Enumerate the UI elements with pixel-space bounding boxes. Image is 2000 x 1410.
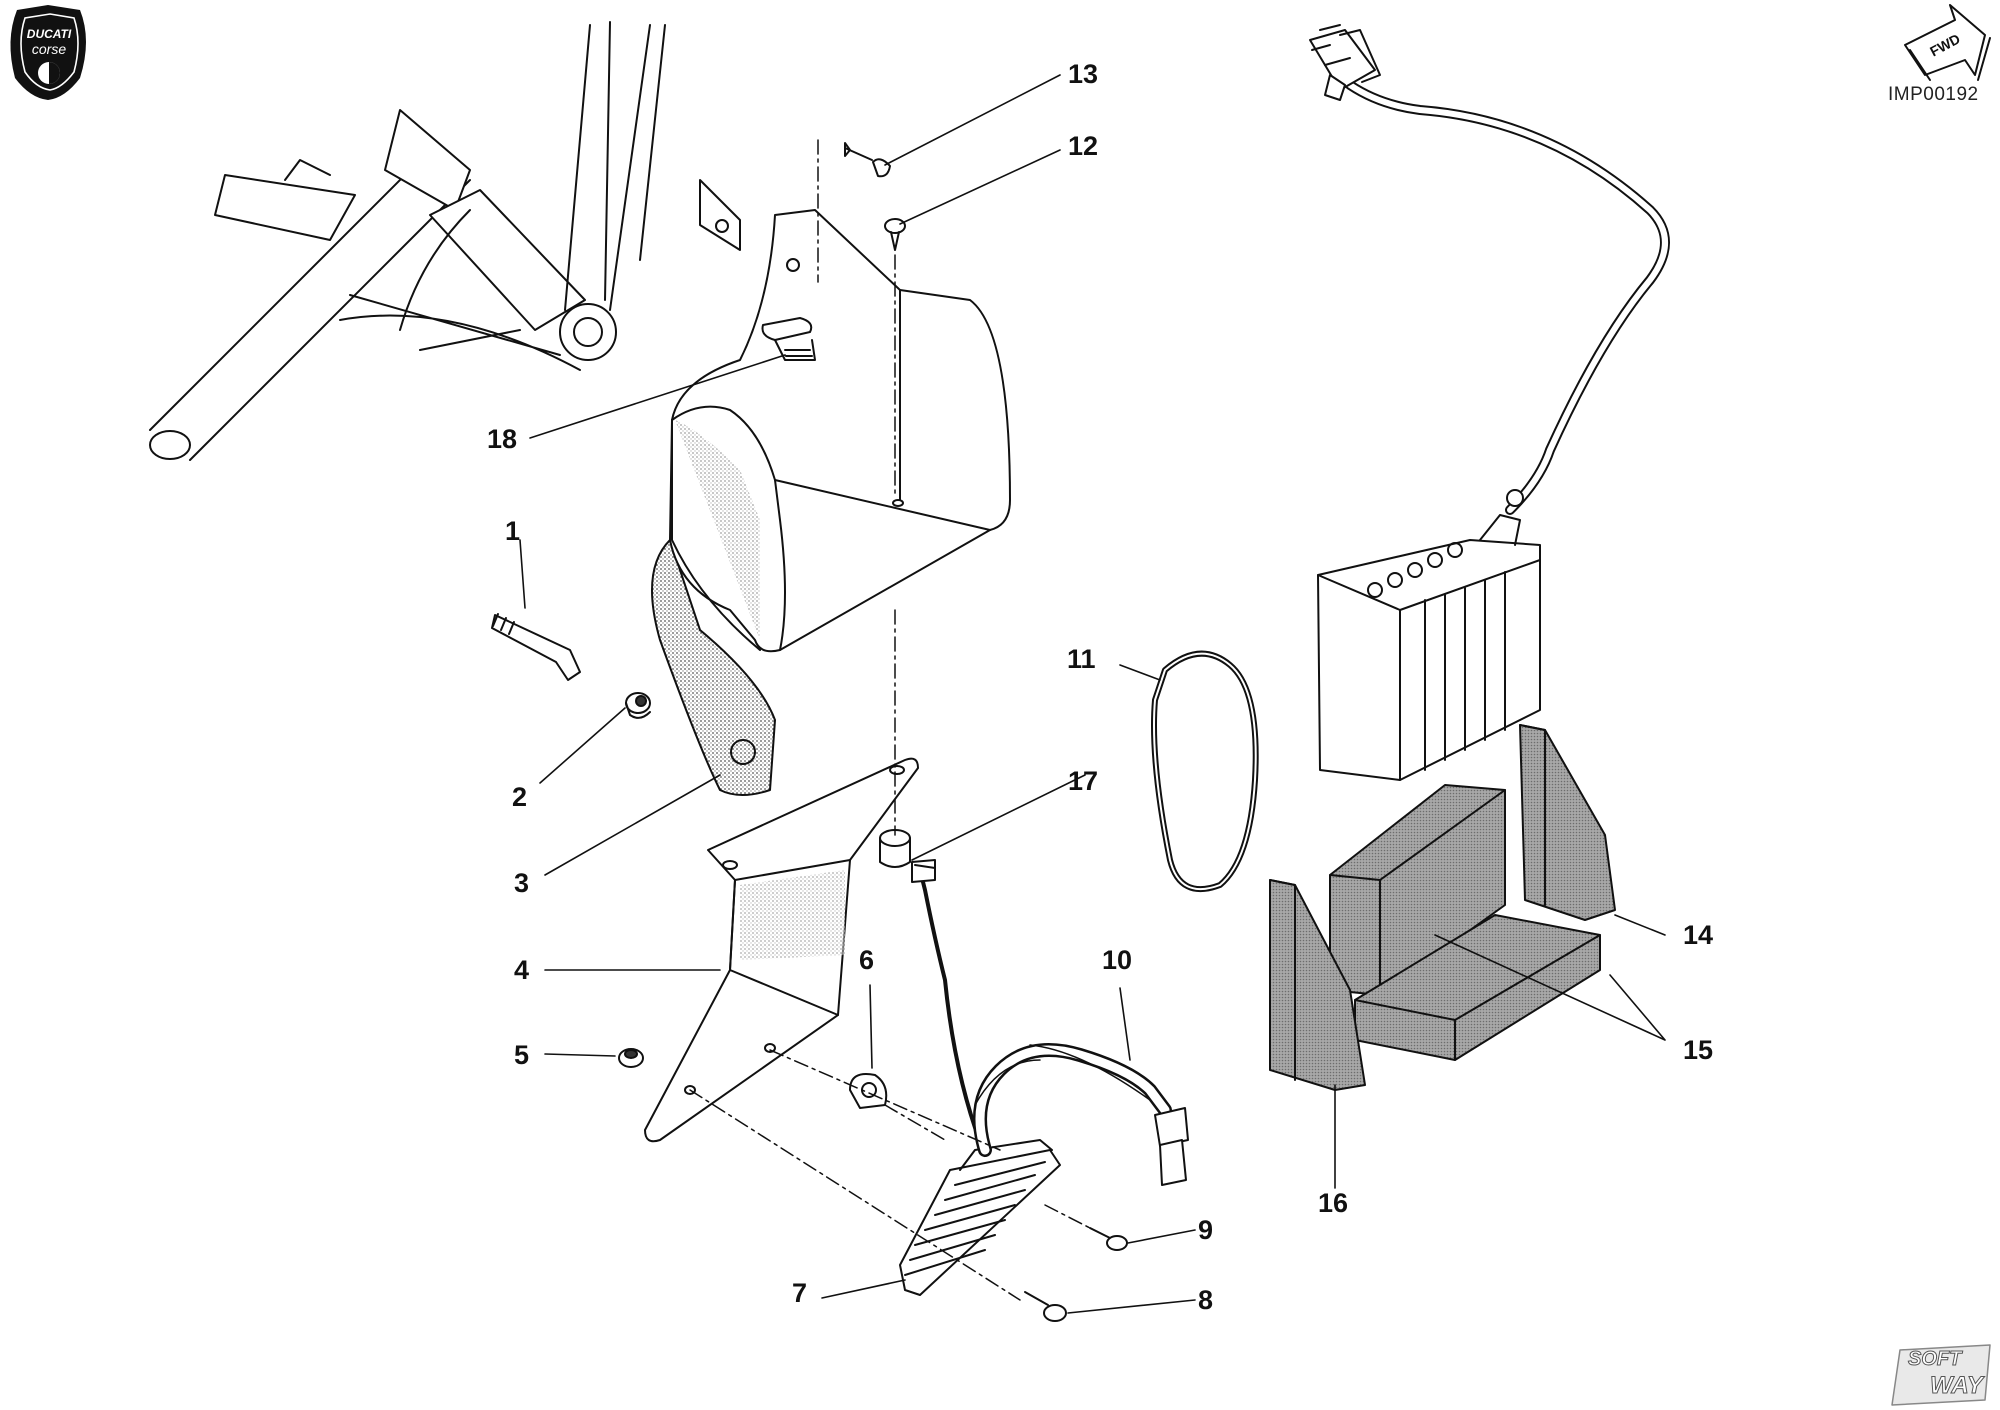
part-4-plate: [644, 757, 919, 1143]
callout-16: 16: [1318, 1188, 1349, 1218]
softway-watermark-icon: [1891, 1344, 1991, 1406]
battery-cable: [1309, 24, 1670, 515]
callout-7: 7: [792, 1278, 808, 1308]
part-12-screw: [884, 218, 906, 251]
callout-2: 2: [512, 782, 528, 812]
callout-4: 4: [514, 955, 530, 985]
part-15-pads: [1329, 784, 1601, 1061]
watermark-line2: WAY: [1930, 1372, 1984, 1400]
image-code: IMP00192: [1888, 84, 1979, 105]
part-2-grommet: [625, 692, 651, 719]
part-10-wire-harness: [973, 1043, 1189, 1186]
frame-tubes: [149, 21, 741, 461]
part-3-support: [651, 539, 776, 796]
forward-arrow-icon: [1904, 4, 1991, 81]
callout-14: 14: [1683, 920, 1714, 950]
part-7-regulator: [899, 1139, 1061, 1296]
part-1-pin: [491, 613, 581, 681]
watermark-line1: SOFT: [1907, 1348, 1962, 1371]
callout-15: 15: [1683, 1035, 1714, 1065]
callout-18: 18: [487, 424, 518, 454]
leader-lines: [519, 74, 1666, 1314]
part-16-pad: [1269, 879, 1366, 1091]
regulator-wire: [911, 859, 987, 1157]
battery: [1317, 514, 1541, 781]
part-14-pad: [1519, 724, 1616, 921]
callout-13: 13: [1068, 59, 1099, 89]
part-6-clip: [849, 1073, 888, 1109]
part-11-strap: [1151, 650, 1259, 892]
battery-holder-box: [669, 209, 1011, 653]
callout-9: 9: [1198, 1215, 1214, 1245]
callout-8: 8: [1198, 1285, 1214, 1315]
part-9-screw: [1089, 1227, 1128, 1251]
logo-line2: corse: [31, 41, 67, 57]
callout-3: 3: [514, 868, 530, 898]
callout-1: 1: [505, 516, 521, 546]
part-17-spacer: [879, 829, 911, 868]
callout-12: 12: [1068, 131, 1099, 161]
callout-6: 6: [859, 945, 875, 975]
part-5-nut: [618, 1048, 644, 1068]
callout-10: 10: [1102, 945, 1133, 975]
alignment-lines: [689, 139, 1091, 1301]
callout-17: 17: [1068, 766, 1099, 796]
callout-5: 5: [514, 1040, 530, 1070]
ducati-corse-logo: [10, 5, 87, 100]
part-13-screw: [844, 142, 891, 178]
part-8-screw: [1024, 1291, 1067, 1322]
callout-11: 11: [1067, 644, 1096, 674]
logo-line1: DUCATI: [26, 27, 72, 41]
